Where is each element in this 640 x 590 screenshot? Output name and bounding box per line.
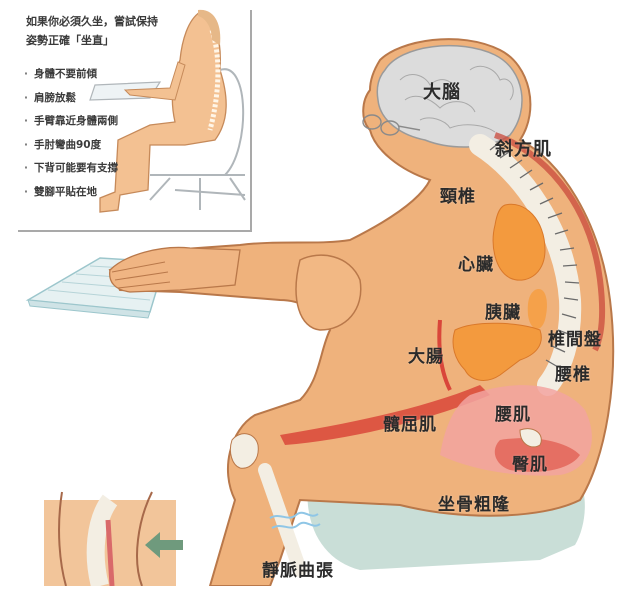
label-intervertebral-disc: 椎間盤 (548, 330, 602, 350)
tip-item: ·身體不要前傾 (24, 68, 97, 80)
posture-tips-heading: 如果你必須久坐，嘗試保持 姿勢正確「坐直」 (26, 12, 206, 50)
label-pancreas: 胰臟 (485, 303, 521, 323)
tip-item: ·下背可能要有支撐 (24, 162, 118, 174)
tip-item: ·手肘彎曲90度 (24, 138, 102, 151)
label-large-intestine: 大腸 (408, 347, 444, 367)
label-brain: 大腦 (423, 82, 461, 103)
label-ischial-tuberosity: 坐骨粗隆 (438, 495, 510, 515)
label-gluteal-muscle: 臀肌 (512, 455, 548, 475)
label-lumbar-spine: 腰椎 (555, 365, 591, 385)
label-cervical-spine: 頸椎 (440, 187, 476, 207)
bullet-icon: · (24, 138, 28, 151)
inset-upright-figure (89, 9, 246, 213)
label-heart: 心臟 (458, 255, 494, 275)
tip-item: ·肩膀放鬆 (24, 91, 76, 104)
label-varicose-veins: 靜脈曲張 (262, 561, 334, 581)
tip-item: ·手臂靠近身體兩側 (24, 115, 118, 127)
bullet-icon: · (24, 185, 28, 198)
posture-tips-list: ·身體不要前傾 ·肩膀放鬆 ·手臂靠近身體兩側 ·手肘彎曲90度 ·下背可能要有… (24, 66, 118, 207)
heading-line-2: 姿勢正確「坐直」 (26, 34, 114, 47)
heading-line-1: 如果你必須久坐，嘗試保持 (26, 15, 158, 28)
posture-tips-box (18, 10, 252, 232)
spine-detail-inset (44, 491, 183, 589)
bullet-icon: · (24, 91, 28, 104)
bullet-icon: · (24, 68, 28, 80)
label-hip-flexor: 髖屈肌 (383, 415, 437, 435)
bullet-icon: · (24, 162, 28, 174)
label-lumbar-muscle: 腰肌 (495, 405, 531, 425)
bullet-icon: · (24, 115, 28, 127)
label-trapezius: 斜方肌 (495, 139, 552, 160)
tip-item: ·雙腳平貼在地 (24, 185, 97, 198)
main-figure (108, 38, 615, 587)
